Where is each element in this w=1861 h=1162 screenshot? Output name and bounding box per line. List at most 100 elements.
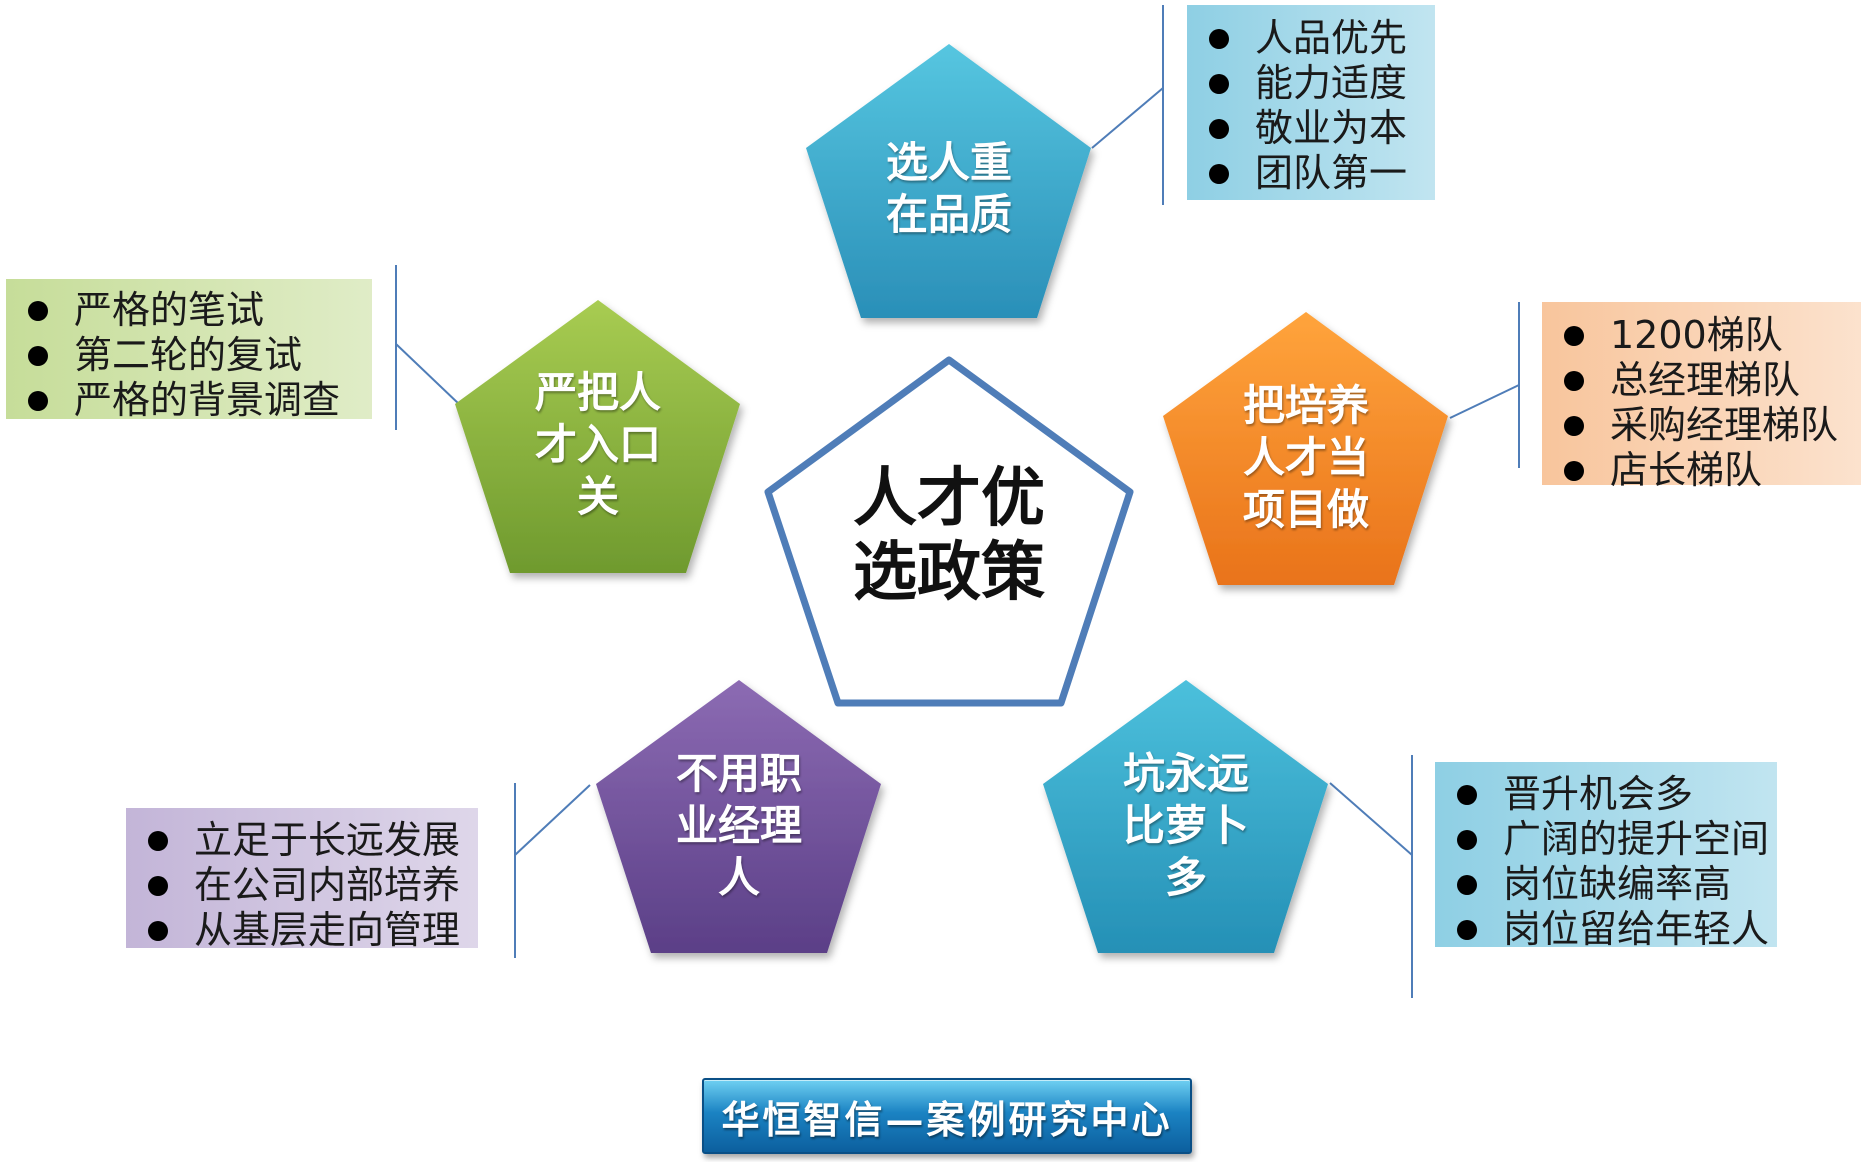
node-title-bottom-left: 不用职 业经理 人 xyxy=(639,748,839,904)
list-item: 严格的背景调查 xyxy=(28,378,374,423)
list-item-text: 立足于长远发展 xyxy=(194,818,461,862)
bullet-icon xyxy=(1564,460,1584,481)
bullet-icon xyxy=(1457,874,1477,895)
node-title-line: 人才当 xyxy=(1242,433,1369,482)
list-item: 广阔的提升空间 xyxy=(1457,817,1793,862)
bracket-lines xyxy=(395,5,1520,998)
list-item-text: 从基层走向管理 xyxy=(194,908,461,952)
bullet-icon xyxy=(148,830,168,851)
list-right: 1200梯队 总经理梯队 采购经理梯队 店长梯队 xyxy=(1542,309,1861,493)
node-title-line: 多 xyxy=(1164,853,1207,902)
pentagon-right xyxy=(1163,312,1448,585)
bullet-icon xyxy=(1457,784,1477,805)
footer-banner: 华恒智信—案例研究中心 xyxy=(702,1078,1192,1154)
node-title-bottom-right: 坑永远 比萝卜 多 xyxy=(1086,748,1286,904)
center-title-line: 人才优 xyxy=(853,462,1045,536)
center-title-line: 选政策 xyxy=(853,536,1045,610)
pentagon-left xyxy=(455,300,740,573)
list-item: 岗位留给年轻人 xyxy=(1457,907,1793,952)
center-pentagon xyxy=(764,356,1134,707)
connector-bottom-left xyxy=(514,784,591,856)
list-item-text: 严格的背景调查 xyxy=(74,378,341,422)
list-item: 总经理梯队 xyxy=(1564,358,1849,403)
node-title-line: 业经理 xyxy=(675,801,802,850)
list-item-text: 采购经理梯队 xyxy=(1610,403,1839,447)
list-item-text: 岗位缺编率高 xyxy=(1503,862,1732,906)
bullet-icon xyxy=(1209,73,1229,94)
center-title: 人才优 选政策 xyxy=(799,462,1099,610)
node-title-line: 项目做 xyxy=(1242,485,1369,534)
node-title-top: 选人重 在品质 xyxy=(849,137,1049,241)
list-item: 团队第一 xyxy=(1209,151,1435,196)
node-title-right: 把培养 人才当 项目做 xyxy=(1206,380,1406,536)
list-item: 人品优先 xyxy=(1209,16,1435,61)
connector-bottom-right xyxy=(1329,782,1413,856)
bullet-icon xyxy=(28,300,48,321)
list-item-text: 总经理梯队 xyxy=(1610,358,1801,402)
connector-right xyxy=(1449,384,1520,419)
list-box-bg-left xyxy=(6,279,372,419)
list-item: 晋升机会多 xyxy=(1457,772,1793,817)
list-item: 从基层走向管理 xyxy=(148,908,484,953)
bullet-icon xyxy=(1209,28,1229,49)
list-item: 第二轮的复试 xyxy=(28,333,374,378)
bullet-icon xyxy=(148,920,168,941)
pentagon-bottom-right xyxy=(1043,680,1328,953)
list-item: 店长梯队 xyxy=(1564,448,1849,493)
list-item: 岗位缺编率高 xyxy=(1457,862,1793,907)
list-item: 敬业为本 xyxy=(1209,106,1435,151)
node-title-line: 选人重 xyxy=(885,138,1012,187)
list-box-bg-bottom-right xyxy=(1435,762,1777,947)
bullet-icon xyxy=(148,875,168,896)
bullet-icon xyxy=(1457,919,1477,940)
list-item-text: 店长梯队 xyxy=(1610,448,1763,492)
list-item-text: 团队第一 xyxy=(1255,151,1408,195)
list-item: 立足于长远发展 xyxy=(148,818,484,863)
list-item-text: 人品优先 xyxy=(1255,16,1408,60)
list-top: 人品优先 能力适度 敬业为本 团队第一 xyxy=(1187,12,1447,196)
bullet-icon xyxy=(1209,163,1229,184)
node-title-line: 才入口 xyxy=(534,420,661,469)
list-item-text: 1200梯队 xyxy=(1610,313,1783,357)
list-item-text: 能力适度 xyxy=(1255,61,1408,105)
pentagon-bottom-left xyxy=(596,680,881,953)
bullet-icon xyxy=(1564,325,1584,346)
connector-left xyxy=(395,343,461,406)
list-item-text: 严格的笔试 xyxy=(74,288,265,332)
bullet-icon xyxy=(1564,415,1584,436)
node-title-line: 关 xyxy=(576,472,619,521)
connector-top xyxy=(1091,87,1164,149)
list-bottom-left: 立足于长远发展 在公司内部培养 从基层走向管理 xyxy=(126,814,496,953)
pentagon-top xyxy=(806,44,1091,318)
list-left: 严格的笔试 第二轮的复试 严格的背景调查 xyxy=(6,284,386,423)
list-bottom-right: 晋升机会多 广阔的提升空间 岗位缺编率高 岗位留给年轻人 xyxy=(1435,768,1805,952)
list-item-text: 广阔的提升空间 xyxy=(1503,817,1770,861)
list-item-text: 在公司内部培养 xyxy=(194,863,461,907)
bullet-icon xyxy=(1457,829,1477,850)
bullet-icon xyxy=(28,390,48,411)
bullet-icon xyxy=(28,345,48,366)
node-title-line: 不用职 xyxy=(675,749,802,798)
list-box-bg-bottom-left xyxy=(126,808,478,948)
node-title-line: 人 xyxy=(717,853,760,902)
list-item-text: 晋升机会多 xyxy=(1503,772,1694,816)
node-title-left: 严把人 才入口 关 xyxy=(498,367,698,523)
list-item: 在公司内部培养 xyxy=(148,863,484,908)
list-item: 采购经理梯队 xyxy=(1564,403,1849,448)
footer-text: 华恒智信—案例研究中心 xyxy=(721,1096,1173,1142)
bullet-icon xyxy=(1209,118,1229,139)
node-title-line: 比萝卜 xyxy=(1122,801,1249,850)
list-item-text: 第二轮的复试 xyxy=(74,333,303,377)
bullet-icon xyxy=(1564,370,1584,391)
list-item-text: 敬业为本 xyxy=(1255,106,1408,150)
list-item-text: 岗位留给年轻人 xyxy=(1503,907,1770,951)
list-box-bg-right xyxy=(1542,302,1861,485)
node-title-line: 坑永远 xyxy=(1122,749,1249,798)
list-item: 严格的笔试 xyxy=(28,288,374,333)
node-title-line: 严把人 xyxy=(534,368,661,417)
node-title-line: 把培养 xyxy=(1242,381,1369,430)
list-item: 能力适度 xyxy=(1209,61,1435,106)
list-item: 1200梯队 xyxy=(1564,313,1849,358)
node-title-line: 在品质 xyxy=(885,190,1012,239)
